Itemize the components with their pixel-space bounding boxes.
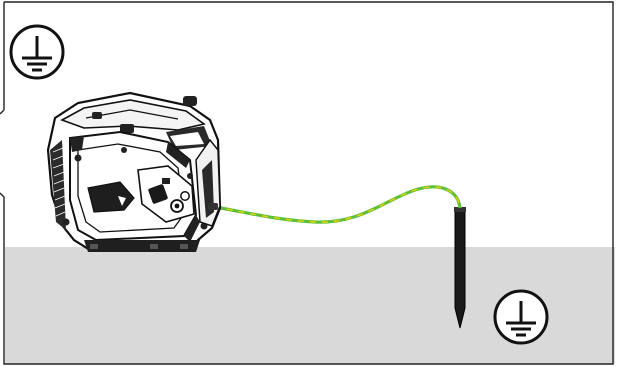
ground-symbol-icon [493,289,549,345]
generator-body [46,91,222,252]
ground-cable [214,185,462,224]
ground-symbol-icon [9,24,65,80]
ground-rod [454,207,466,329]
